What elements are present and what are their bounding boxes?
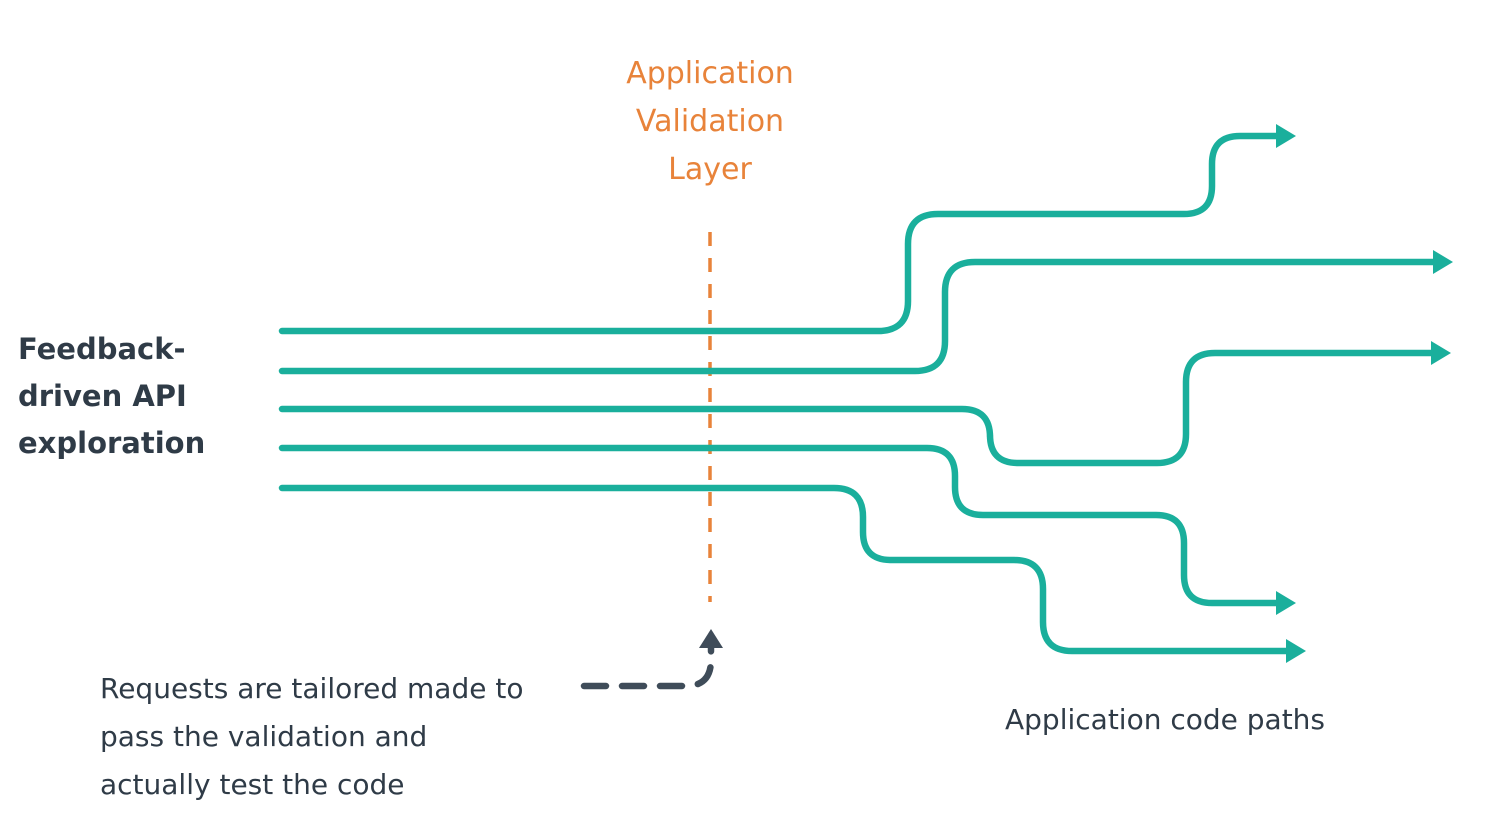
note-line-1: Requests are tailored made to <box>100 672 524 705</box>
note-line-3: actually test the code <box>100 768 405 801</box>
curved-arrow-head <box>699 629 723 648</box>
left-label-line-2: driven API <box>18 379 187 413</box>
code-path-1 <box>278 132 1292 335</box>
code-paths-label: Application code paths <box>1005 703 1326 736</box>
note-line-2: pass the validation and <box>100 720 428 753</box>
arrowhead-icon <box>1431 341 1451 365</box>
arrowhead-icon <box>1433 250 1453 274</box>
api-exploration-label: Feedback- driven API exploration <box>18 326 268 467</box>
layer-title-line-2: Validation <box>635 104 785 139</box>
code-path-5 <box>278 484 1300 655</box>
arrowhead-icon <box>1276 124 1296 148</box>
curved-arrow-icon <box>580 644 715 690</box>
code-path-4 <box>278 444 1290 607</box>
requests-note: Requests are tailored made to pass the v… <box>100 665 620 809</box>
left-label-line-3: exploration <box>18 426 206 460</box>
layer-title-line-3: Layer <box>668 152 752 187</box>
code-path-3 <box>278 349 1446 467</box>
arrowhead-icon <box>1276 591 1296 615</box>
layer-title-line-1: Application <box>626 56 794 91</box>
code-path-2 <box>278 258 1448 375</box>
arrowhead-icon <box>1286 639 1306 663</box>
left-label-line-1: Feedback- <box>18 332 186 366</box>
validation-layer-title: Application Validation Layer <box>560 50 860 194</box>
